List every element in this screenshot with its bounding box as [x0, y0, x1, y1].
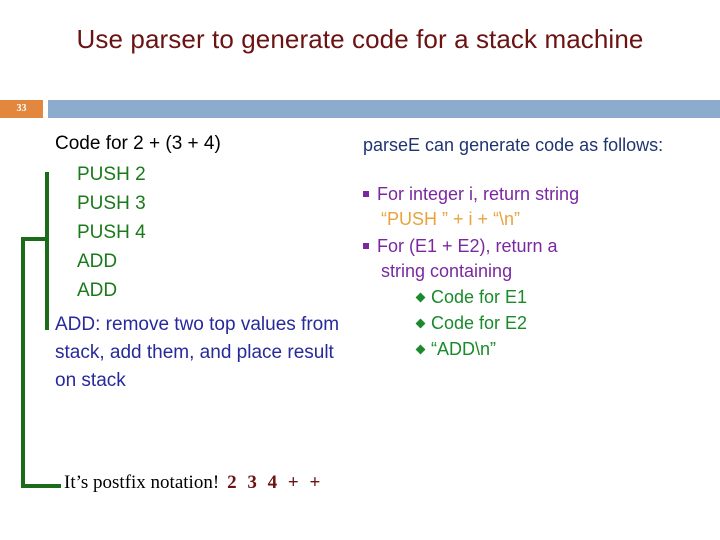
diamond-bullet-icon: [415, 292, 426, 303]
add-instruction-description: ADD: remove two top values from stack, a…: [55, 314, 340, 391]
diamond-bullet-icon: [415, 318, 426, 329]
list-item: PUSH 2: [77, 164, 146, 185]
rules-bullet-list: For integer i, return string “PUSH ” + i…: [363, 182, 713, 362]
postfix-label: It’s postfix notation!: [64, 472, 220, 493]
page-title: Use parser to generate code for a stack …: [76, 24, 644, 54]
square-bullet-icon: [363, 191, 369, 197]
diamond-bullet-icon: [415, 344, 426, 355]
list-item: Code for E1: [415, 284, 713, 310]
stack-code-list: PUSH 2 PUSH 3 PUSH 4 ADD ADD: [55, 160, 355, 305]
list-item: PUSH 4: [77, 222, 146, 243]
left-content-column: Code for 2 + (3 + 4) PUSH 2 PUSH 3 PUSH …: [55, 131, 355, 395]
bullet-code-string: “PUSH ” + i + “\n”: [381, 209, 521, 229]
bullet-text: For (E1 + E2), return a: [377, 236, 558, 256]
list-item: ADD: [77, 251, 118, 272]
list-item: “ADD\n”: [415, 336, 713, 362]
sub-bullet-text: “ADD\n”: [431, 339, 497, 359]
code-heading: Code for 2 + (3 + 4): [55, 133, 221, 154]
list-item: PUSH 3: [77, 193, 146, 214]
list-item: For (E1 + E2), return a string containin…: [363, 234, 713, 362]
page-number-badge: 33: [0, 100, 43, 118]
bullet-text: For integer i, return string: [377, 184, 580, 204]
right-content-column: parseE can generate code as follows: For…: [363, 133, 713, 364]
parse-intro-text: parseE can generate code as follows:: [363, 135, 664, 155]
list-item: For integer i, return string “PUSH ” + i…: [363, 182, 713, 232]
sub-bullet-text: Code for E1: [431, 287, 528, 307]
list-item: ADD: [77, 280, 118, 301]
postfix-tokens: 2 3 4 + +: [227, 472, 324, 493]
postfix-note: It’s postfix notation! 2 3 4 + +: [64, 472, 323, 494]
square-bullet-icon: [363, 243, 369, 249]
header-accent-bar: [48, 100, 720, 118]
sub-bullet-text: Code for E2: [431, 313, 528, 333]
bullet-subtext: string containing: [381, 261, 513, 281]
list-item: Code for E2: [415, 310, 713, 336]
rules-sub-bullet-list: Code for E1 Code for E2 “ADD\n”: [377, 284, 713, 362]
